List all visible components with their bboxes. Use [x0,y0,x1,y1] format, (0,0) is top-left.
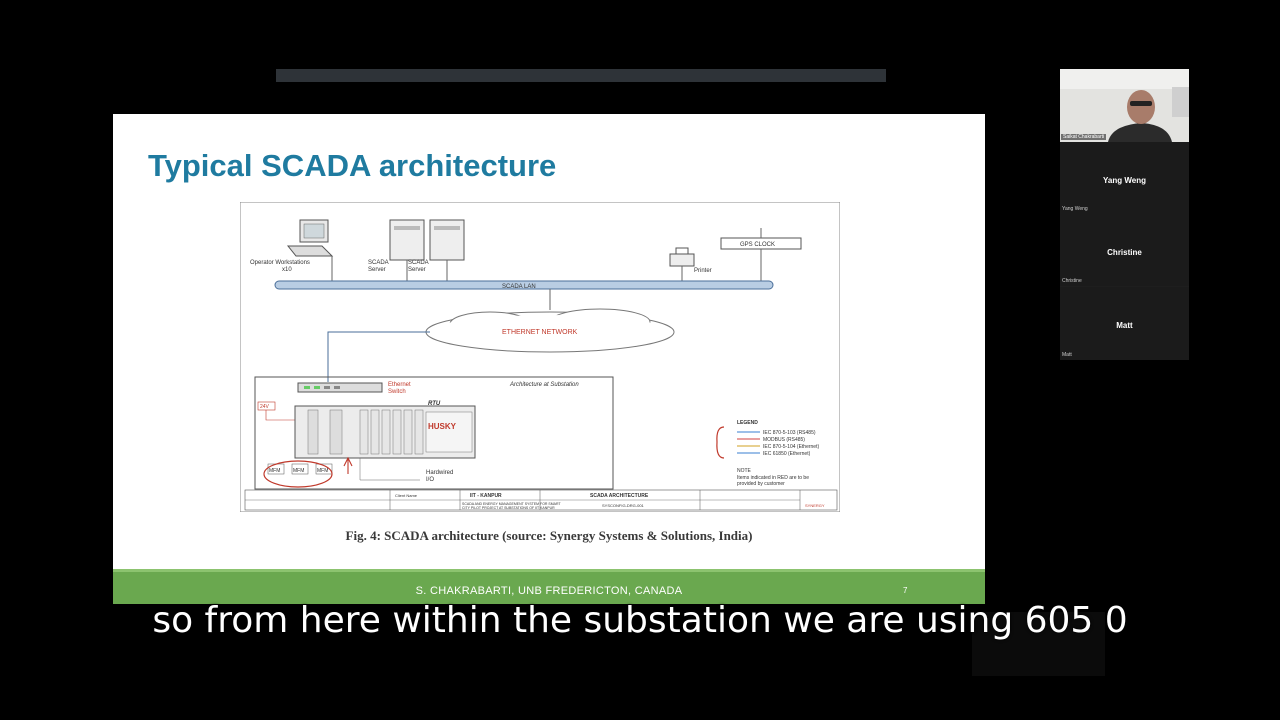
title-block-client-value: IIT - KANPUR [470,493,502,499]
participant-name: Yang Weng [1103,176,1146,185]
scada-server-label: SCADA [408,260,429,266]
legend-item: IEC 61850 (Ethernet) [763,451,811,457]
hardwired-label: Hardwired [426,470,453,476]
scada-architecture-diagram: Operator Workstations x10 SCADA Server S… [240,202,840,512]
title-block-client: Client Name [395,493,418,498]
subtitle-background-box [972,612,1105,676]
participant-name: Christine [1107,248,1142,257]
footer-text: S. CHAKRABARTI, UNB FREDERICTON, CANADA [415,585,683,597]
substation-architecture-label: Architecture at Substation [509,382,579,388]
ethernet-switch-label: Ethernet [388,382,411,388]
legend-item: MODBUS (RS485) [763,437,805,443]
top-toolbar-bar [276,69,886,82]
note-title: NOTE [737,468,752,474]
participant-tile[interactable]: Yang Weng Yang Weng [1060,142,1189,214]
slide-title: Typical SCADA architecture [148,148,557,183]
ethernet-switch-icon [297,382,383,393]
note-line: Items indicated in RED are to be [737,475,809,481]
title-block-drawing-number: SYSCONFIG-DRG-001 [602,503,645,508]
participants-panel: Saikat Chakrabarti Yang Weng Yang Weng C… [1060,69,1189,360]
server-label: Server [368,267,386,273]
participant-video-tile[interactable]: Saikat Chakrabarti [1060,69,1189,142]
mfm-label: MFM [317,468,328,474]
24v-label: 24V [260,404,270,410]
operator-count-label: x10 [282,267,292,273]
operator-workstations-label: Operator Workstations [250,260,310,266]
slide-footer: S. CHAKRABARTI, UNB FREDERICTON, CANADA … [113,569,985,604]
live-caption-subtitle: so from here within the substation we ar… [152,600,1128,641]
printer-label: Printer [694,268,712,274]
annotation-arrow [343,456,353,474]
server-icon [429,219,465,261]
title-block-project: CITY PILOT PROJECT AT SUBSTATIONS OF IIT… [462,506,555,510]
participant-name-tag: Yang Weng [1062,206,1088,212]
presentation-slide: Typical SCADA architecture Operator Work… [113,114,985,604]
ethernet-switch-label: Switch [388,389,406,395]
ethernet-cloud-icon [425,308,675,353]
rtu-rack-icon [294,405,476,459]
legend-title: LEGEND [737,420,758,426]
participant-name-tag: Christine [1062,278,1082,284]
participant-tile[interactable]: Matt Matt [1060,287,1189,360]
slide-number: 7 [903,586,908,595]
legend-bracket [716,426,725,459]
gps-clock-label: GPS CLOCK [740,242,775,248]
participant-video-feed [1060,69,1189,142]
scada-lan-label: SCADA LAN [502,284,536,290]
title-block-drawing-title: SCADA ARCHITECTURE [590,493,649,499]
legend-item: IEC 870-5-103 (RS485) [763,430,816,436]
participant-name-tag: Matt [1062,352,1072,358]
figure-caption: Fig. 4: SCADA architecture (source: Syne… [345,528,753,543]
server-label: Server [408,267,426,273]
title-block-logo-text: SYNERGY [805,503,825,508]
legend-item: IEC 870-5-104 (Ethernet) [763,444,819,450]
mfm-label: MFM [269,468,280,474]
participant-tile[interactable]: Christine Christine [1060,214,1189,286]
rtu-label: RTU [428,401,441,407]
mfm-label: MFM [293,468,304,474]
ethernet-network-label: ETHERNET NETWORK [502,329,578,336]
participant-name-tag: Saikat Chakrabarti [1061,134,1107,140]
title-block-project: SCADA AND ENERGY MANAGEMENT SYSTEM FOR S… [462,502,561,506]
scada-server-label: SCADA [368,260,389,266]
note-line: provided by customer [737,481,785,487]
participant-name: Matt [1116,321,1133,330]
husky-logo-label: HUSKY [428,422,457,431]
io-label: I/O [426,477,434,483]
mfm-highlight-circle [263,460,333,488]
server-icon [389,219,425,261]
